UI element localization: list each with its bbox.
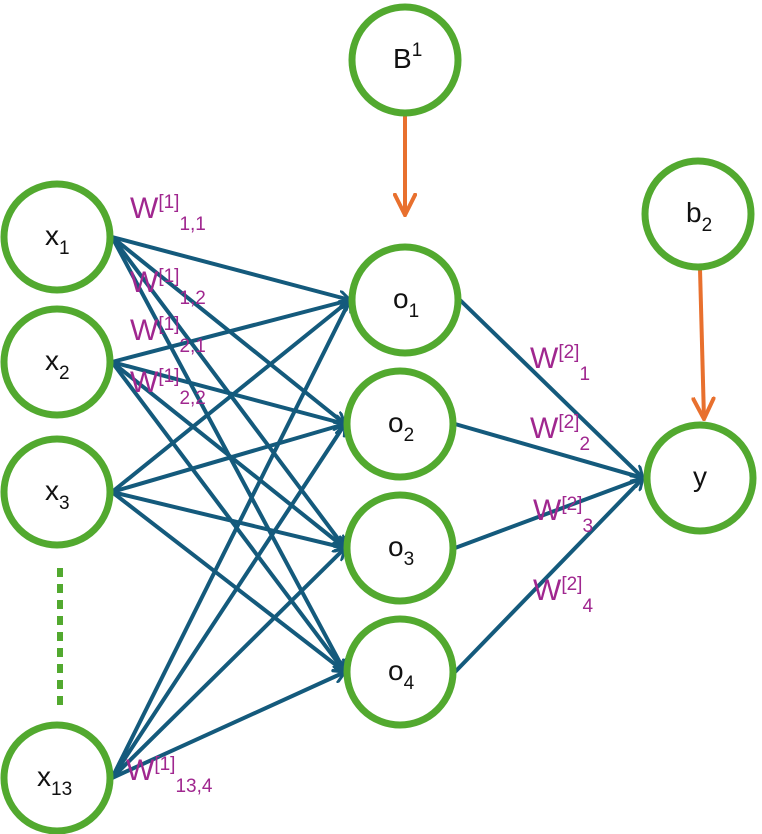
node-o2: o2 <box>343 367 457 481</box>
node-o3-circle <box>343 491 457 605</box>
node-o3-label: o3 <box>388 531 414 570</box>
node-o4-label: o4 <box>388 655 415 694</box>
weight-label-layer2-4: W[2]4 <box>533 574 593 617</box>
edge-x13-o4 <box>111 672 345 780</box>
weight-label-layer2-1: W[2]1 <box>530 342 590 385</box>
node-output-y: y <box>643 421 757 535</box>
edge-x3-o3 <box>111 490 345 548</box>
edge-x13-o3 <box>110 548 345 780</box>
edge-x2-o1 <box>111 300 350 364</box>
node-o4-circle <box>343 615 457 729</box>
node-x13-circle <box>0 721 114 834</box>
node-x1-circle <box>0 180 114 294</box>
node-o3: o3 <box>343 491 457 605</box>
node-o4: o4 <box>343 615 457 729</box>
node-o1-label: o1 <box>393 283 419 322</box>
weight-label-layer1-2-1: W[1]2,1 <box>130 314 206 357</box>
edges-layer <box>110 115 704 780</box>
weight-label-layer1-2-2: W[1]2,2 <box>130 366 206 409</box>
edge-x3-o2 <box>111 424 345 494</box>
node-o1-circle <box>348 243 462 357</box>
weight-label-layer1-1-1: W[1]1,1 <box>130 192 206 235</box>
edge-x2-o2 <box>111 360 345 424</box>
edge-x13-o2 <box>110 424 347 780</box>
node-output-y-circle <box>643 421 757 535</box>
node-bias2-label: b2 <box>686 197 712 236</box>
node-bias1: B1 <box>348 3 462 117</box>
edge-x2-o4 <box>110 360 345 672</box>
weight-label-layer2-2: W[2]2 <box>530 412 590 455</box>
node-bias1-label: B1 <box>393 40 422 74</box>
weight-label-layer2-3: W[2]3 <box>533 494 593 537</box>
edge-o4-y <box>453 478 643 674</box>
node-output-y-label: y <box>693 461 707 492</box>
edge-x1-o1 <box>111 235 350 300</box>
weight-label-layer1-1-2: W[1]1,2 <box>130 266 206 309</box>
node-x2-circle <box>0 305 114 419</box>
node-x13: x13 <box>0 721 114 834</box>
weight-labels-layer: W[1]1,1W[1]1,2W[1]2,1W[1]2,2W[1]13,4 W[2]… <box>126 192 593 797</box>
nodes-layer: x1 x2 x3 x13 o1 o2 o3 o4 B1 b2 y <box>0 3 757 834</box>
node-o2-label: o2 <box>388 407 414 446</box>
weight-label-layer1-13-4: W[1]13,4 <box>126 754 213 797</box>
node-x1: x1 <box>0 180 114 294</box>
node-x2-label: x2 <box>45 345 70 384</box>
node-o2-circle <box>343 367 457 481</box>
edge-o1-y <box>458 298 643 478</box>
edge-x2-o3 <box>110 360 345 548</box>
node-x3-label: x3 <box>45 475 70 514</box>
edge-x13-o1 <box>110 300 350 779</box>
node-x3-circle <box>0 435 114 549</box>
edge-o2-y <box>454 422 643 478</box>
node-x2: x2 <box>0 305 114 419</box>
node-bias2-circle <box>641 157 755 271</box>
edge-x3-o1 <box>110 300 350 494</box>
edge-x3-o4 <box>110 490 345 672</box>
edge-bias2 <box>700 268 704 419</box>
node-x3: x3 <box>0 435 114 549</box>
node-x13-label: x13 <box>37 761 72 800</box>
node-bias2: b2 <box>641 157 755 271</box>
node-x1-label: x1 <box>45 220 70 259</box>
edge-o3-y <box>454 478 643 550</box>
node-o1: o1 <box>348 243 462 357</box>
node-bias1-circle <box>348 3 462 117</box>
